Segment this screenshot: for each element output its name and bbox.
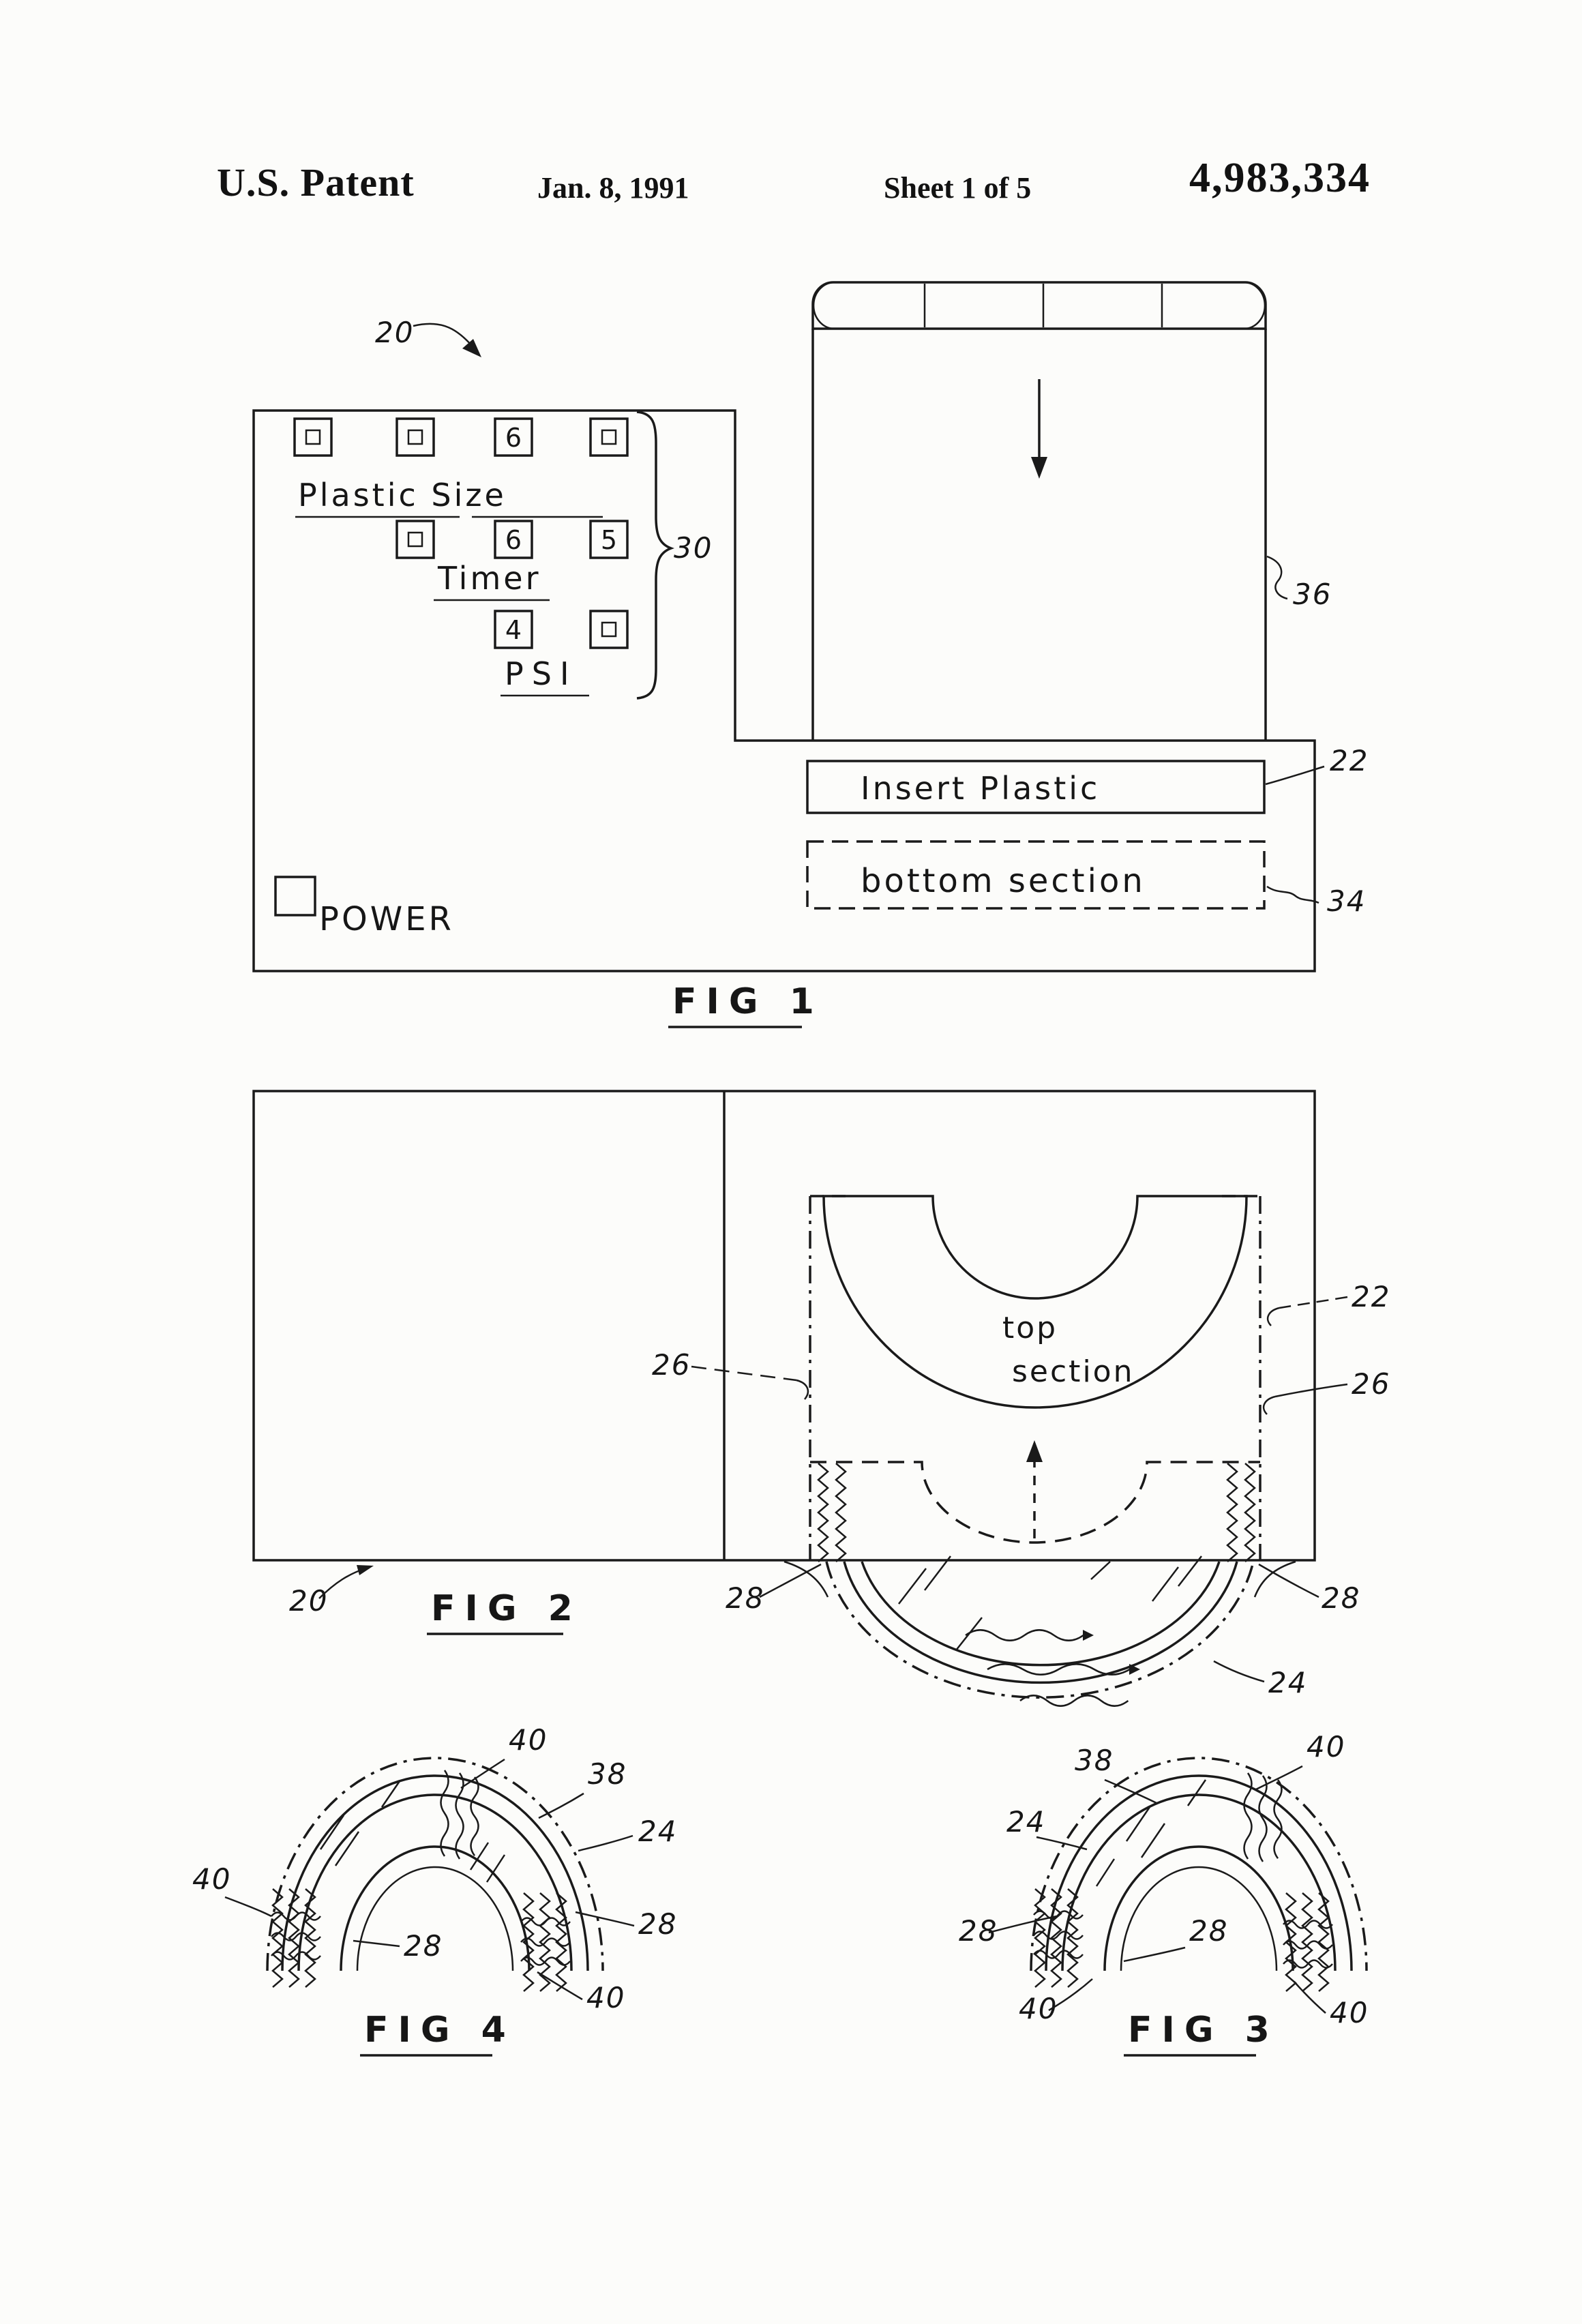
fig1-psi-digit: 4 [505, 615, 522, 645]
fig4-ref-40-top: 40 [509, 1723, 548, 1757]
fig4-ref-38: 38 [588, 1757, 627, 1791]
fig2-top-section-mold [822, 1195, 1248, 1409]
fig1-ref-36: 36 [1293, 578, 1332, 611]
fig1-ref-22-leader [1265, 765, 1325, 786]
fig2-machine-drawing: top section [252, 1090, 1390, 1706]
fig2-molded-arch [783, 1555, 1296, 1706]
fig4-ref-40-left: 40 [192, 1862, 231, 1896]
fig2-ref-20: 20 [289, 1584, 328, 1618]
fig1-bottom-section-label: bottom section [861, 862, 1146, 900]
patent-header-date: Jan. 8, 1991 [537, 171, 689, 205]
fig1-power-label: POWER [319, 900, 454, 938]
fig3-ref-38: 38 [1075, 1744, 1114, 1777]
fig1-size-digit: 6 [505, 423, 522, 453]
fig2-ref-26-left: 26 [652, 1348, 691, 1382]
fig4-mouthguard-drawing: 40 38 24 40 28 28 40 FIG 4 [192, 1723, 677, 2057]
patent-header-sheet: Sheet 1 of 5 [884, 171, 1032, 205]
fig3-ref-40-top: 40 [1307, 1730, 1345, 1763]
fig1-ref-34: 34 [1327, 884, 1366, 918]
fig1-insert-plastic-box [806, 760, 1266, 814]
patent-header-title: U.S. Patent [217, 160, 415, 205]
fig1-ref-22: 22 [1330, 744, 1369, 777]
fig4-ref-28-center: 28 [404, 1929, 443, 1963]
fig1-ref-20: 20 [375, 316, 414, 349]
fig2-ref-22: 22 [1352, 1280, 1390, 1313]
patent-header-number: 4,983,334 [1189, 155, 1371, 201]
fig4-ref-28-right: 28 [638, 1907, 677, 1941]
fig1-plastic-size-buttons: 6 [293, 417, 629, 457]
fig1-psi-label: PSI [505, 655, 578, 692]
fig3-caption: FIG 3 [1128, 2010, 1279, 2051]
fig1-ref-34-leader [1266, 885, 1319, 904]
fig1-timer-label: Timer [437, 560, 541, 597]
fig1-psi-buttons: 4 [494, 610, 629, 649]
fig1-ref-36-leader [1266, 555, 1288, 600]
fig2-ref-26-right: 26 [1352, 1367, 1390, 1401]
fig3-ref-24: 24 [1006, 1805, 1045, 1838]
fig1-timer-buttons: 6 5 [395, 520, 629, 559]
fig1-brace [636, 411, 674, 700]
fig2-caption: FIG 2 [431, 1588, 582, 1629]
fig2-top-section-label-line1: top [1002, 1311, 1058, 1345]
fig2-ref-28-left: 28 [726, 1581, 764, 1615]
fig1-chute [811, 281, 1267, 741]
fig2-up-arrow-icon [1026, 1440, 1043, 1462]
fig1-insert-plastic-label: Insert Plastic [861, 770, 1100, 807]
fig2-machine-outline [252, 1090, 1316, 1562]
fig3-ref-28-left: 28 [959, 1914, 998, 1948]
fig1-power-button [274, 876, 316, 917]
fig2-top-section-label-line2: section [1012, 1354, 1134, 1389]
fig2-ref-28-right: 28 [1322, 1581, 1360, 1615]
fig2-ref-24: 24 [1268, 1666, 1307, 1699]
fig4-ref-40-bottom: 40 [586, 1981, 625, 2014]
fig1-bottom-section-box [806, 840, 1266, 910]
fig1-timer-digit-tens: 6 [505, 525, 522, 555]
fig3-mouthguard-drawing: 38 40 24 28 28 40 40 FIG 3 [959, 1730, 1369, 2057]
fig4-ref-24: 24 [638, 1815, 677, 1848]
fig1-feed-arrow-icon [1031, 379, 1047, 479]
fig1-machine-outline [252, 409, 1316, 972]
fig1-machine-drawing: 6 Plastic Size 6 5 Timer 4 PSI [252, 281, 1369, 1028]
fig1-caption: FIG 1 [672, 981, 824, 1022]
fig1-ref-30: 30 [674, 531, 713, 565]
fig1-plastic-size-label: Plastic Size [298, 477, 507, 513]
fig3-ref-40-bottom-right: 40 [1330, 1996, 1369, 2029]
fig1-timer-digit-ones: 5 [601, 525, 617, 555]
fig3-ref-28-center: 28 [1189, 1914, 1228, 1948]
fig4-caption: FIG 4 [364, 2010, 516, 2051]
fig2-bottom-mold-profile [810, 1461, 1260, 1544]
